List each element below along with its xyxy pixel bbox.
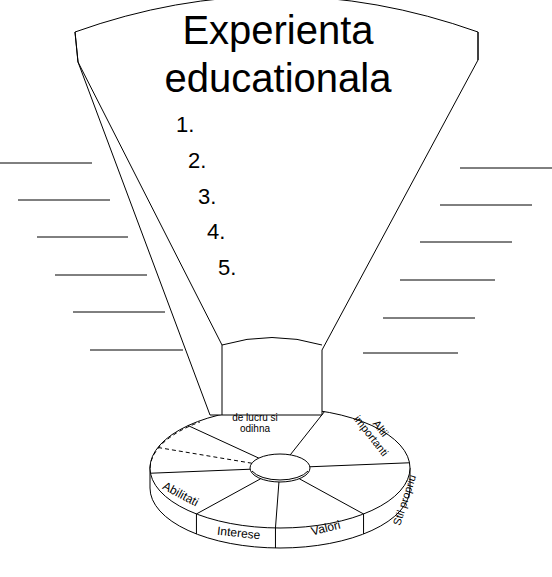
funnel-title: Experienta educationala [128,6,428,102]
sector-edge [363,514,364,534]
list-number: 4. [207,219,225,245]
funnel-body [75,0,478,415]
list-number: 1. [176,112,194,138]
sector-divider [310,463,410,467]
sector-divider [275,482,278,528]
sector-label-box: de lucru si odihna [227,412,283,434]
sector-divider [150,469,250,473]
hidden-edge [150,422,200,468]
sector-divider [299,479,363,514]
sector-edge [275,528,276,548]
list-number: 2. [188,148,206,174]
list-number: 5. [218,255,236,281]
stem-top [222,338,322,346]
sector-divider [158,447,252,463]
sector-divider [290,412,324,455]
list-number: 3. [198,184,216,210]
funnel-shape: Experienta educationala 1. 2. 3. 4. 5. [0,0,552,420]
sector-divider [196,479,260,514]
sector-edge [196,514,197,534]
sector-label: de lucru si odihna [227,412,283,434]
